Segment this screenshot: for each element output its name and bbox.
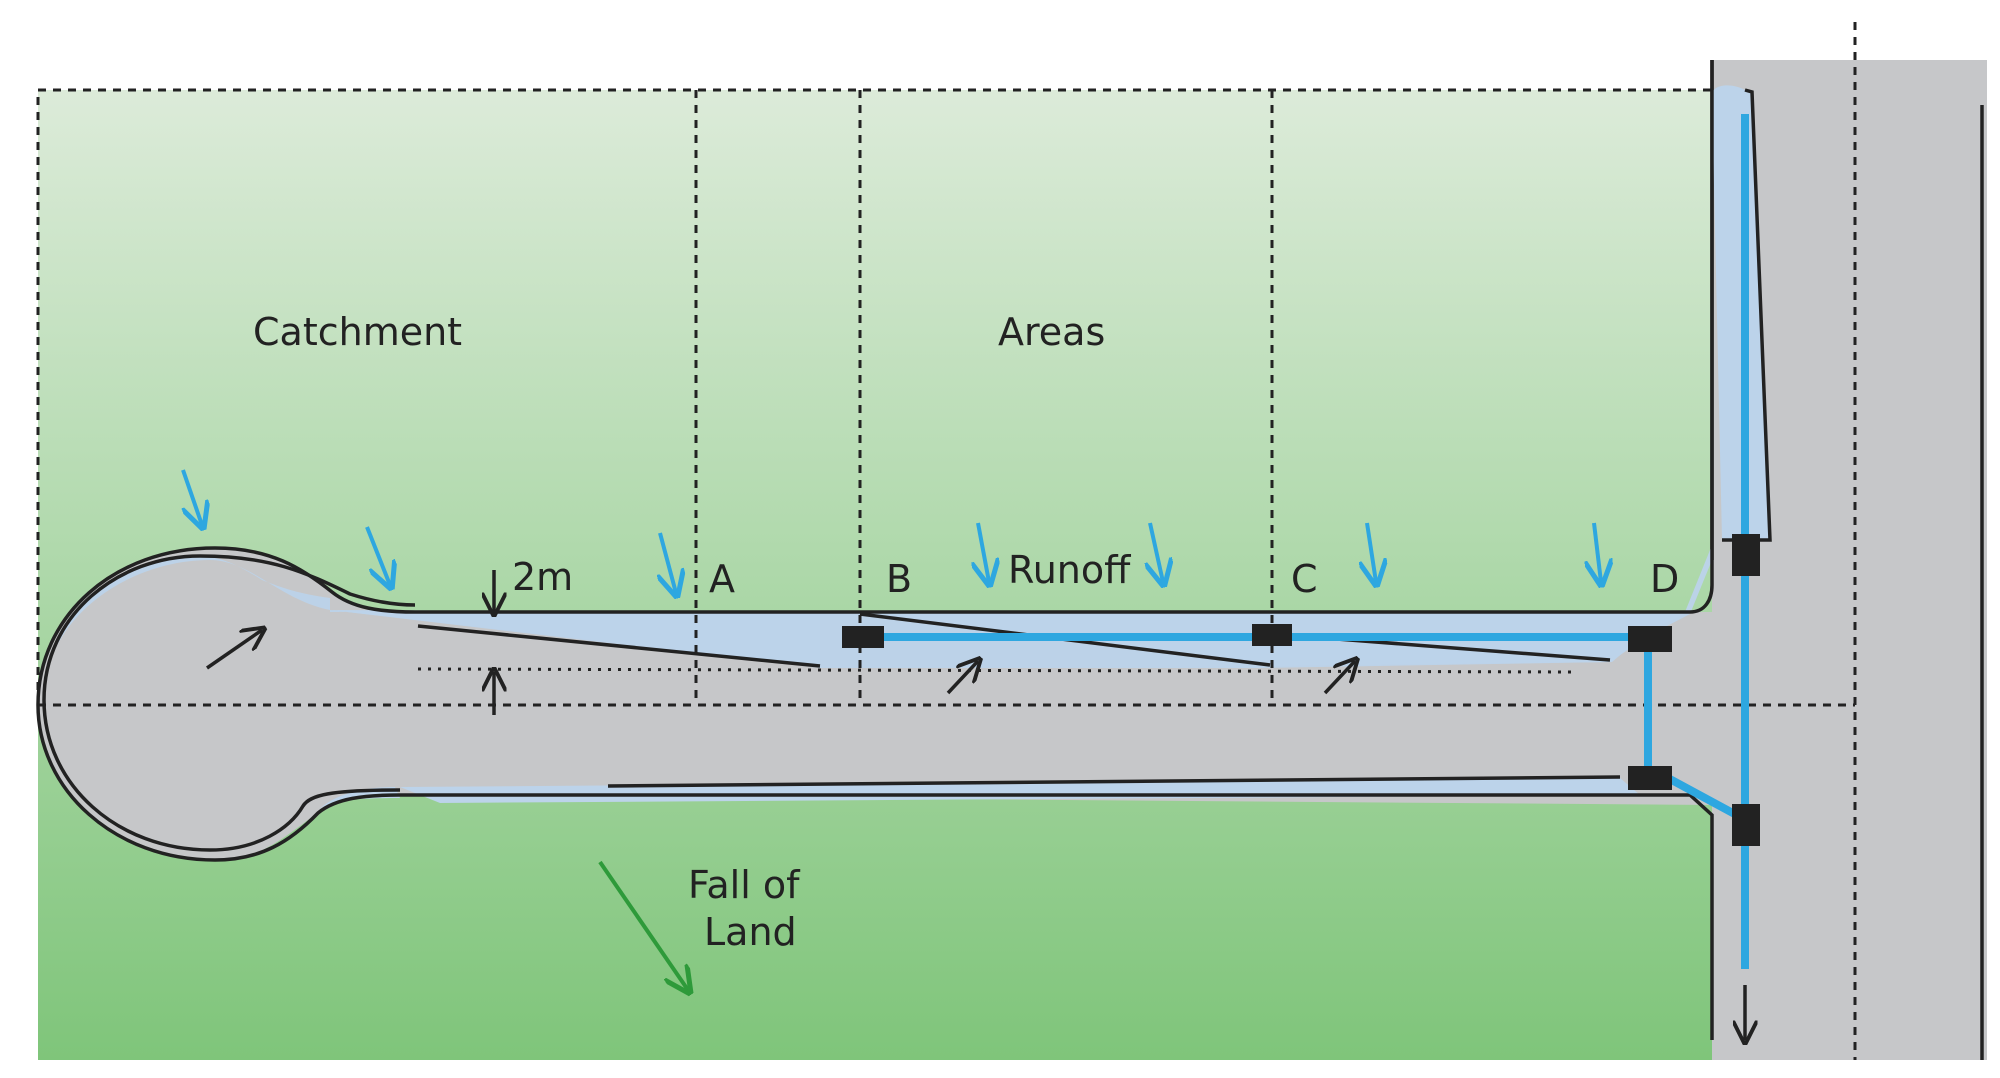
point-d-label: D xyxy=(1650,557,1679,601)
pit-main-lower xyxy=(1732,804,1760,846)
point-c-label: C xyxy=(1291,557,1318,601)
fall-of-land-arrow xyxy=(598,860,688,990)
areas-label: Areas xyxy=(998,310,1105,354)
pit-d xyxy=(1628,626,1672,652)
catchment-label: Catchment xyxy=(253,310,462,354)
point-a-label: A xyxy=(709,557,735,601)
point-b-label: B xyxy=(886,557,912,601)
fall-of-land-label: Fall of xyxy=(688,863,801,907)
offset-label: 2m xyxy=(512,555,573,599)
grass-area xyxy=(38,90,1718,1060)
pit-c xyxy=(1252,624,1292,646)
runoff-arrows xyxy=(181,469,1601,593)
runoff-label: Runoff xyxy=(1008,548,1131,592)
fall-of-land-label-line2: Land xyxy=(704,910,797,954)
drainage-pits xyxy=(842,534,1760,846)
catchment-boundary xyxy=(36,88,1712,705)
pit-lower xyxy=(1628,766,1672,790)
pit-main-upper xyxy=(1732,534,1760,576)
pit-b xyxy=(842,626,884,648)
road-crown-line xyxy=(417,667,1576,674)
crossfall-arrow xyxy=(206,630,262,670)
